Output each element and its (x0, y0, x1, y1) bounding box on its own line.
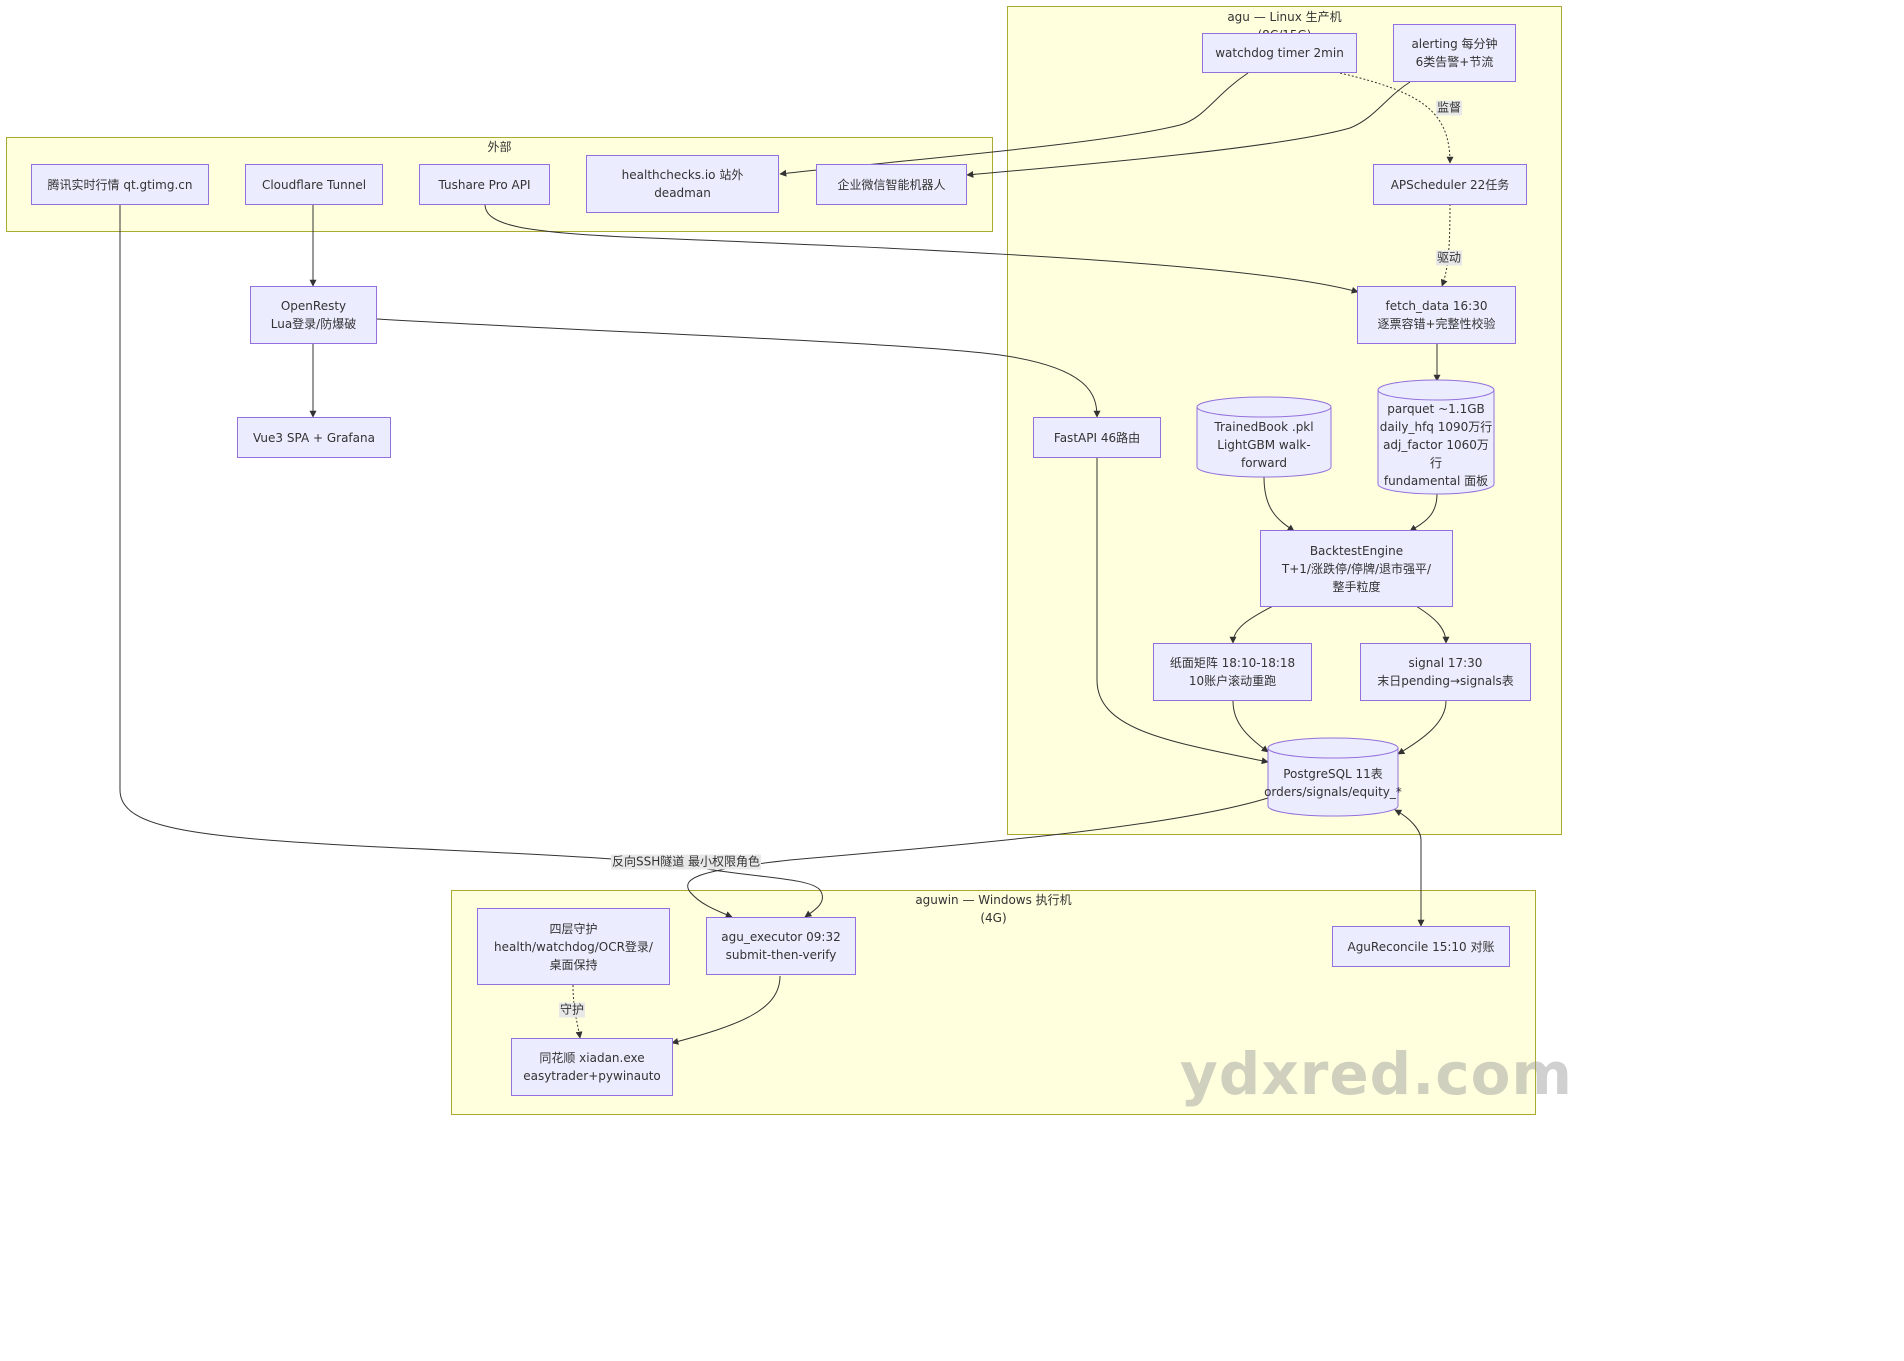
node-wechat[interactable]: 企业微信智能机器人 (816, 164, 967, 205)
node-reconcile[interactable]: AguReconcile 15:10 对账 (1332, 926, 1510, 967)
watermark-logo: ydxred.com (1180, 1040, 1573, 1108)
edge-guard-ths (572, 984, 583, 1039)
edge-postgres-executor (687, 797, 1269, 918)
db-postgres-shape (1267, 737, 1399, 817)
node-fetch-data[interactable]: fetch_data 16:30 逐票容错+完整性校验 (1357, 286, 1516, 344)
edge-signal-postgres (1397, 700, 1447, 755)
edge-label-guard: 守护 (558, 1002, 586, 1018)
cluster-windows-title: aguwin — Windows 执行机 (4G) (915, 893, 1072, 925)
edge-tushare-fetch (484, 203, 1359, 294)
node-healthchecks[interactable]: healthchecks.io 站外 deadman (586, 155, 779, 213)
node-watchdog[interactable]: watchdog timer 2min (1202, 33, 1357, 73)
node-postgres[interactable]: PostgreSQL 11表 orders/signals/equity_* (1264, 767, 1402, 799)
edge-executor-ths (671, 975, 781, 1045)
edge-trainedbook-backtest (1263, 476, 1295, 532)
edge-alerting-wechat (966, 81, 1411, 178)
db-parquet-shape (1377, 379, 1495, 495)
edge-tencent-executor (119, 204, 823, 918)
node-trainedbook[interactable]: TrainedBook .pkl LightGBM walk-forward (1214, 419, 1314, 470)
node-ths-xiadan[interactable]: 同花顺 xiadan.exe easytrader+pywinauto (511, 1038, 673, 1096)
architecture-diagram: agu — Linux 生产机 (8C/15G) 外部 aguwin — Win… (6, 6, 1572, 1115)
node-paper-matrix[interactable]: 纸面矩阵 18:10-18:18 10账户滚动重跑 (1153, 643, 1312, 701)
db-trainedbook-shape (1196, 396, 1332, 478)
edge-paper-postgres (1232, 700, 1269, 753)
edge-watchdog-apscheduler (1339, 72, 1454, 164)
node-fastapi[interactable]: FastAPI 46路由 (1033, 417, 1161, 458)
edge-label-drive: 驱动 (1435, 250, 1463, 266)
edge-apscheduler-fetch (1440, 203, 1451, 287)
edge-backtest-signal (1415, 605, 1450, 644)
node-signal[interactable]: signal 17:30 末日pending→signals表 (1360, 643, 1531, 701)
edge-reconcile-postgres (1394, 809, 1425, 927)
node-guard[interactable]: 四层守护 health/watchdog/OCR登录/ 桌面保持 (477, 908, 670, 985)
node-backtest[interactable]: BacktestEngine T+1/涨跌停/停牌/退市强平/ 整手粒度 (1260, 530, 1453, 607)
cluster-external-title: 外部 (487, 140, 512, 154)
node-apscheduler[interactable]: APScheduler 22任务 (1373, 164, 1527, 205)
edge-fastapi-postgres (1096, 458, 1269, 765)
node-tushare[interactable]: Tushare Pro API (419, 164, 550, 205)
edge-openresty-fastapi (376, 318, 1101, 418)
node-alerting[interactable]: alerting 每分钟 6类告警+节流 (1393, 24, 1516, 82)
node-executor[interactable]: agu_executor 09:32 submit-then-verify (706, 917, 856, 975)
node-parquet[interactable]: parquet ~1.1GB daily_hfq 1090万行 adj_fact… (1379, 402, 1493, 488)
node-openresty[interactable]: OpenResty Lua登录/防爆破 (250, 286, 377, 344)
edge-label-ssh: 反向SSH隧道 最小权限角色 (610, 854, 762, 870)
edge-watchdog-healthchecks (779, 72, 1249, 177)
node-vue-grafana[interactable]: Vue3 SPA + Grafana (237, 417, 391, 458)
edge-parquet-backtest (1409, 493, 1438, 532)
node-tencent[interactable]: 腾讯实时行情 qt.gtimg.cn (31, 164, 209, 205)
edge-label-supervise: 监督 (1435, 100, 1463, 116)
edge-backtest-paper (1229, 605, 1274, 644)
node-cloudflare[interactable]: Cloudflare Tunnel (245, 164, 383, 205)
